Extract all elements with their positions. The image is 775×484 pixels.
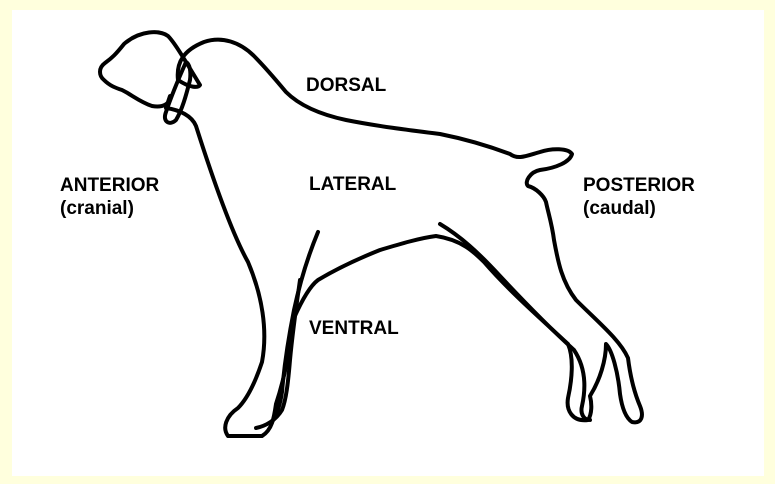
label-anterior: ANTERIOR [60, 174, 159, 197]
label-caudal: (caudal) [583, 197, 695, 220]
label-ventral: VENTRAL [309, 317, 399, 340]
label-dorsal: DORSAL [306, 74, 386, 97]
diagram-panel: DORSAL LATERAL VENTRAL ANTERIOR (cranial… [12, 10, 764, 476]
label-posterior-group: POSTERIOR (caudal) [583, 174, 695, 220]
label-posterior: POSTERIOR [583, 174, 695, 197]
dog-outline-drawing [12, 10, 764, 476]
label-lateral: LATERAL [309, 173, 396, 196]
label-cranial: (cranial) [60, 197, 159, 220]
label-anterior-group: ANTERIOR (cranial) [60, 174, 159, 220]
